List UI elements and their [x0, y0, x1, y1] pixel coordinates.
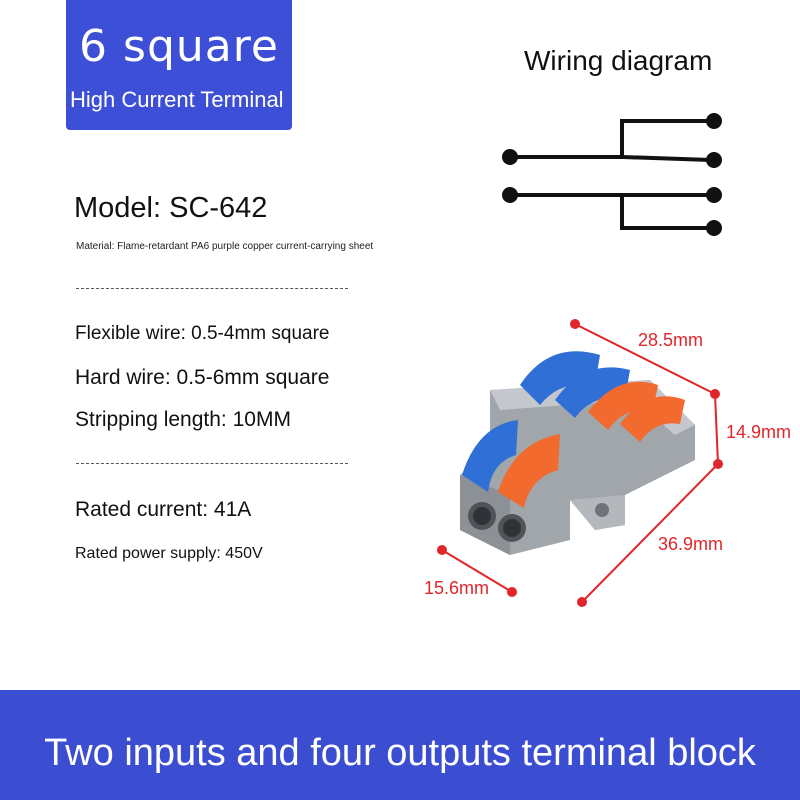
- length-dimension-line: [574, 323, 716, 395]
- model-number: Model: SC-642: [74, 192, 268, 224]
- width-end-b: [507, 587, 517, 597]
- height-dimension-line: [714, 393, 719, 465]
- orange-lever-front[interactable]: [498, 434, 560, 508]
- depth-end: [577, 597, 587, 607]
- terminal-block-illustration: 28.5mm 14.9mm 36.9mm 15.6mm: [424, 319, 791, 607]
- output-terminal-1: [706, 113, 722, 129]
- wiring-diagram-title: Wiring diagram: [524, 45, 713, 76]
- dimension-width: 15.6mm: [424, 578, 489, 598]
- material-note: Material: Flame-retardant PA6 purple cop…: [76, 241, 374, 252]
- divider-top: [76, 288, 348, 289]
- input-terminal-1: [502, 149, 518, 165]
- input-terminal-2: [502, 187, 518, 203]
- wiring-diagram: [502, 113, 722, 236]
- blue-lever-2[interactable]: [555, 367, 630, 418]
- dimension-length: 28.5mm: [638, 330, 703, 350]
- output-terminal-2: [706, 152, 722, 168]
- output-wire-2: [619, 154, 715, 163]
- width-end-a: [437, 545, 447, 555]
- output-terminal-4: [706, 220, 722, 236]
- flexible-wire-spec: Flexible wire: 0.5-4mm square: [75, 323, 330, 344]
- dimension-depth: 36.9mm: [658, 534, 723, 554]
- orange-lever-2[interactable]: [620, 396, 685, 442]
- footer-title: Two inputs and four outputs terminal blo…: [44, 732, 756, 774]
- depth-dimension-line: [581, 463, 719, 603]
- divider-bottom: [76, 463, 348, 464]
- footer-banner: [0, 690, 800, 800]
- blue-lever-front[interactable]: [462, 420, 518, 492]
- badge-subtitle: High Current Terminal: [70, 87, 284, 112]
- orange-lever-1[interactable]: [588, 381, 658, 430]
- dimension-lines: [437, 319, 723, 607]
- width-dimension-line: [441, 549, 513, 593]
- rated-current-spec: Rated current: 41A: [75, 498, 252, 521]
- blue-lever-1[interactable]: [520, 351, 600, 405]
- output-terminal-3: [706, 187, 722, 203]
- wire-entry-inner-2: [503, 519, 521, 537]
- rated-power-spec: Rated power supply: 450V: [75, 545, 263, 562]
- hard-wire-spec: Hard wire: 0.5-6mm square: [75, 366, 330, 389]
- wire-entry-inner-1: [473, 507, 491, 525]
- badge-title: 6 square: [79, 21, 279, 72]
- dimension-height: 14.9mm: [726, 422, 791, 442]
- mounting-hole: [595, 503, 609, 517]
- stripping-length-spec: Stripping length: 10MM: [75, 408, 291, 431]
- length-end-a: [570, 319, 580, 329]
- product-badge: 6 square High Current Terminal: [66, 0, 292, 130]
- lever-group: [462, 351, 685, 508]
